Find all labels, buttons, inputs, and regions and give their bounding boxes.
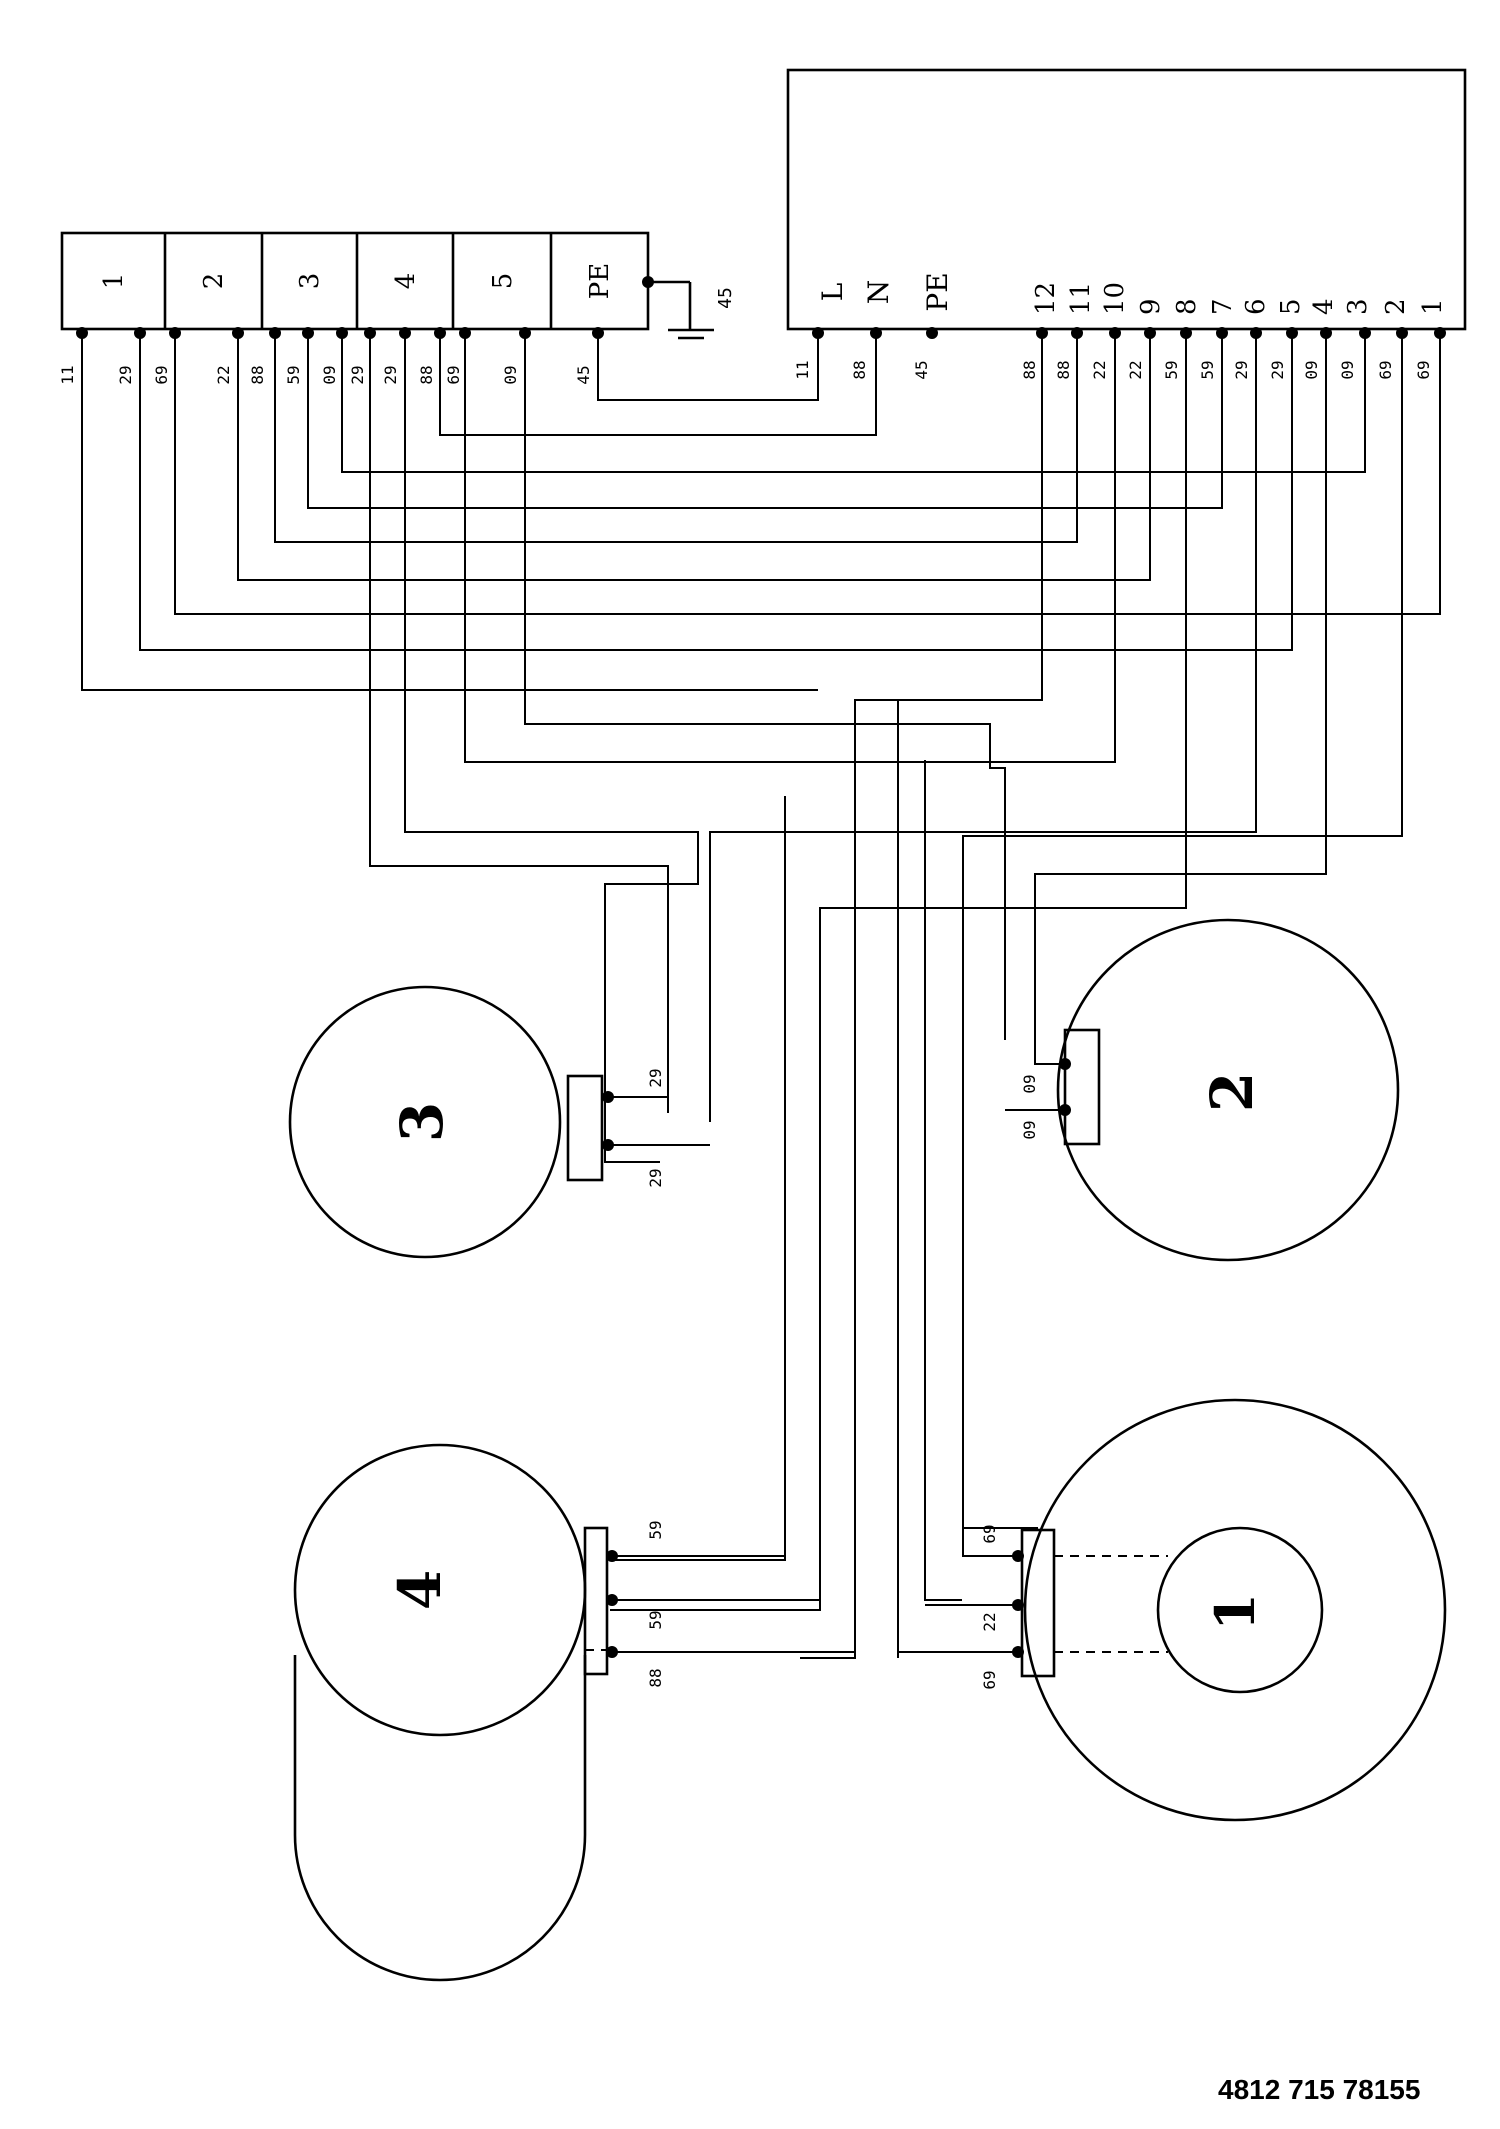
- terminal-block-cell-label: 4: [391, 273, 421, 290]
- control-terminal-label: 3: [1343, 298, 1373, 315]
- wire-label: 29: [348, 365, 367, 384]
- wire-label: 09: [1302, 360, 1321, 379]
- wire-label: 88: [1020, 360, 1039, 379]
- control-terminal-label: 8: [1172, 298, 1202, 315]
- component-2: 2 09 09: [1005, 918, 1400, 1262]
- control-terminal-label: 11: [1066, 282, 1096, 315]
- wire-label: 22: [980, 1612, 999, 1631]
- wire-label: 29: [646, 1068, 665, 1087]
- wire-label: 45: [912, 360, 931, 379]
- control-box: L N PE 12 11 10 9 8 7 6 5 4 3 2 1 11 88 …: [786, 68, 1467, 380]
- wire-label: 29: [646, 1168, 665, 1187]
- wire-label: 59: [1198, 360, 1217, 379]
- ground-symbol: [642, 276, 714, 340]
- wiring: [81, 333, 1441, 1659]
- wire-label: 69: [980, 1524, 999, 1543]
- wire-label: 59: [1162, 360, 1181, 379]
- control-terminal-label: 12: [1031, 282, 1061, 315]
- component-4: 4 59 59 88: [293, 832, 855, 1982]
- terminal-block-cell-label: PE: [585, 263, 615, 299]
- wire-label: 09: [501, 365, 520, 384]
- wire-label: 69: [152, 365, 171, 384]
- terminal-block-cell-label: 2: [199, 273, 229, 290]
- control-terminal-label: 6: [1241, 298, 1271, 315]
- wire-label: 11: [793, 360, 812, 379]
- terminal-block: 1 2 3 4 5 PE 45 11 29 69 22 88 59: [58, 231, 736, 385]
- terminal-block-cell-label: 3: [295, 273, 325, 290]
- control-terminal-label: 10: [1100, 282, 1130, 315]
- wire-label: 29: [381, 365, 400, 384]
- ground-label: 45: [715, 287, 736, 309]
- wire-label: 09: [320, 365, 339, 384]
- component-number: 2: [1198, 1072, 1266, 1112]
- component-number: 4: [386, 1570, 454, 1610]
- wire-label: 22: [1126, 360, 1145, 379]
- control-terminal-label: 9: [1136, 298, 1166, 315]
- wire-label: 88: [417, 365, 436, 384]
- wire-label: 29: [116, 365, 135, 384]
- control-terminal-label: N: [862, 280, 895, 305]
- wire-label: 09: [1338, 360, 1357, 379]
- component-number: 3: [388, 1102, 456, 1142]
- wire-label: 29: [1268, 360, 1287, 379]
- wire-label: 11: [58, 365, 77, 384]
- wire-label: 88: [1054, 360, 1073, 379]
- wire-label: 09: [1020, 1120, 1039, 1139]
- wire-label: 59: [646, 1610, 665, 1629]
- control-terminal-label: 7: [1208, 298, 1238, 315]
- wire-label: 45: [574, 365, 593, 384]
- wire-label: 59: [646, 1520, 665, 1539]
- component-number: 1: [1203, 1593, 1267, 1631]
- control-terminal-label: 4: [1309, 298, 1339, 315]
- wire-label: 69: [1414, 360, 1433, 379]
- wire-label: 09: [1020, 1074, 1039, 1093]
- wire-label: 59: [284, 365, 303, 384]
- document-number: 4812 715 78155: [1218, 2074, 1421, 2105]
- wire-label: 22: [1090, 360, 1109, 379]
- wire-label: 88: [248, 365, 267, 384]
- component-1: 1 69 22 69: [898, 836, 1447, 1822]
- wire-label: 69: [980, 1670, 999, 1689]
- wire-label: 22: [214, 365, 233, 384]
- control-terminal-label: 2: [1381, 298, 1411, 315]
- wire-label: 88: [850, 360, 869, 379]
- wire-label: 69: [444, 365, 463, 384]
- wire-label: 88: [646, 1668, 665, 1687]
- component-3: 3 29 29: [288, 985, 710, 1259]
- control-terminal-label: 1: [1418, 298, 1448, 315]
- wire-label: 69: [1376, 360, 1395, 379]
- wire-label: 29: [1232, 360, 1251, 379]
- control-terminal-label: 5: [1276, 298, 1306, 315]
- control-terminal-label: PE: [921, 272, 954, 311]
- terminal-block-cell-label: 5: [488, 273, 518, 290]
- terminal-block-cell-label: 1: [99, 273, 129, 290]
- control-terminal-label: L: [816, 283, 849, 302]
